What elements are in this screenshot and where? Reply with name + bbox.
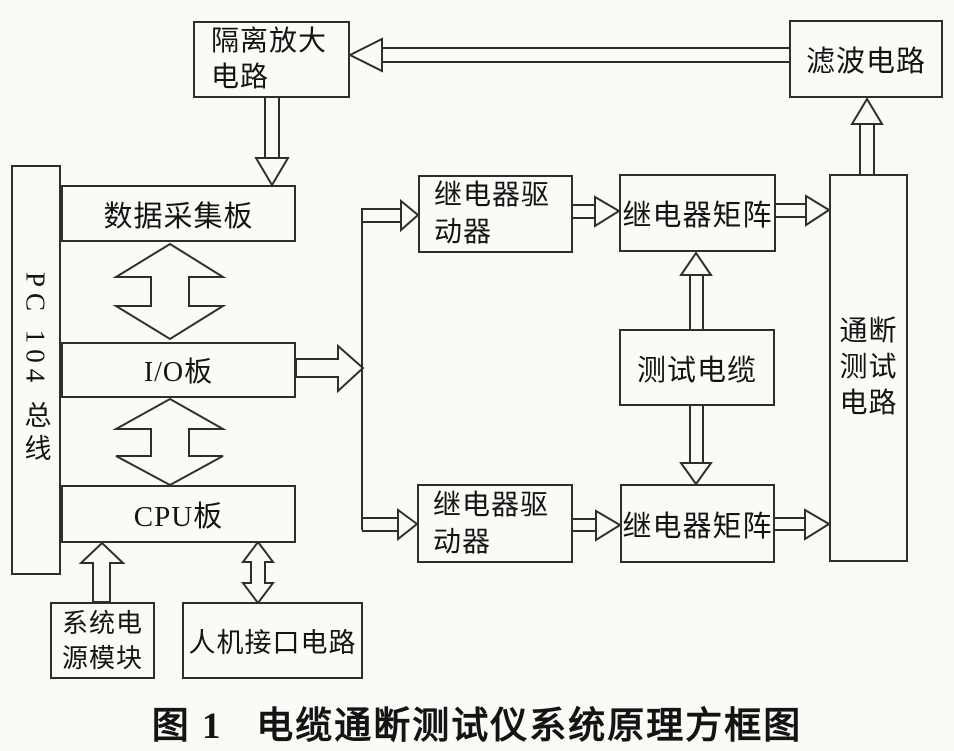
block-hmi-interface: 人机接口电路 [182,602,363,679]
arrow-driver-top-to-matrix-top [573,195,621,228]
arrow-matrix-bottom-to-continuity [775,508,831,541]
block-filter-circuit: 滤波电路 [789,20,943,98]
arrow-filter-to-isolation [347,37,789,73]
block-relay-driver-bottom: 继电器驱 动器 [417,484,573,563]
arrow-branch-to-driver-bottom [362,508,419,542]
block-test-cable: 测试电缆 [619,329,775,406]
block-relay-driver-top: 继电器驱 动器 [418,175,573,253]
arrow-continuity-to-filter [850,97,884,174]
block-io-board: I/O板 [61,342,296,398]
block-cpu-board: CPU板 [61,485,296,543]
block-continuity-test-circuit: 通断 测试 电路 [829,174,908,562]
arrow-io-to-branch [295,343,365,394]
arrow-matrix-top-to-continuity [776,194,831,227]
arrow-io-cpu-bidirectional [112,397,227,487]
arrow-cable-to-matrix-bottom [679,406,713,486]
block-relay-matrix-bottom: 继电器矩阵 [620,484,775,563]
block-pc104-bus: PC 104 总线 [11,165,61,575]
arrow-power-to-cpu [78,541,126,603]
arrow-driver-bottom-to-matrix-bottom [573,509,622,542]
arrow-cable-to-matrix-top [679,251,713,329]
block-isolation-amplifier: 隔离放大 电路 [193,21,350,98]
figure-caption: 图 1 电缆通断测试仪系统原理方框图 [151,706,803,747]
arrow-daq-io-bidirectional [112,242,227,341]
arrow-branch-to-driver-top [362,198,420,233]
arrow-cpu-hmi-bidirectional [241,540,275,605]
block-data-acquisition-board: 数据采集板 [61,185,296,242]
block-relay-matrix-top: 继电器矩阵 [619,174,776,252]
arrow-isolation-to-daq [254,98,290,187]
block-system-power-module: 系统电 源模块 [50,602,155,679]
